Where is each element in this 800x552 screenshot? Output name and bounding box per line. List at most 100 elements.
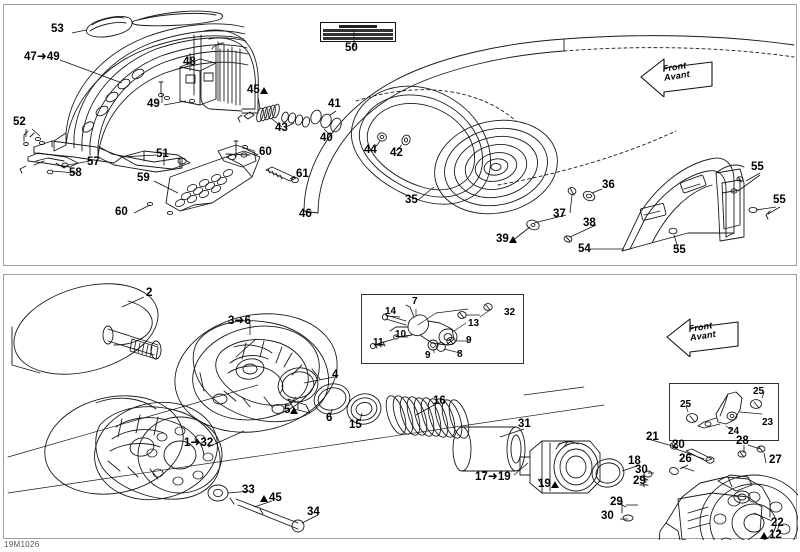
range-arrow-icon: ➜: [487, 469, 498, 483]
callout-12: 12: [760, 529, 782, 542]
range-arrow-icon: ➜: [36, 49, 47, 63]
callout-33: 33: [242, 484, 255, 496]
callout-43: 43: [275, 122, 288, 134]
callout-16: 16: [433, 395, 446, 407]
bracket-detail-inset: 25 25 23 24: [669, 383, 779, 441]
callout-47: 47: [24, 51, 37, 63]
callout-42: 42: [390, 147, 403, 159]
inset-callout-10: 10: [395, 329, 407, 340]
callout-32b: 32: [200, 437, 214, 449]
callout-31: 31: [518, 418, 531, 430]
callout-55-b: 55: [773, 194, 786, 206]
callout-48: 48: [183, 56, 196, 68]
bottom-panel-artwork: [4, 275, 798, 540]
panel-pulley-assembly: 7 14 32 13 10 11 9 9 8: [3, 274, 798, 542]
callout-5: 5: [284, 404, 299, 417]
callout-36: 36: [602, 179, 615, 191]
callout-17: 17: [475, 471, 488, 483]
callout-27: 27: [769, 454, 782, 466]
callout-29-a: 29: [633, 475, 646, 487]
triangle-marker-icon: [760, 532, 768, 539]
callout-53: 53: [51, 23, 64, 35]
inset-callout-24: 24: [728, 426, 740, 437]
callout-58: 58: [69, 167, 82, 179]
range-arrow-icon: ➜: [234, 313, 245, 327]
callout-60-lower: 60: [115, 206, 128, 218]
triangle-marker-icon: [508, 236, 517, 243]
callout-44: 44: [364, 144, 377, 156]
callout-34: 34: [307, 506, 320, 518]
callout-39-text: 39: [496, 233, 509, 245]
callout-12-text: 12: [769, 529, 782, 541]
callout-37: 37: [553, 208, 566, 220]
triangle-marker-icon: [290, 407, 299, 414]
top-panel-artwork: [4, 5, 796, 265]
callout-45-text: 45: [247, 84, 260, 96]
callout-60-upper: 60: [259, 146, 272, 158]
callout-1-32: 1➜32: [184, 436, 213, 450]
range-arrow-icon: ➜: [190, 435, 201, 449]
callout-1: 1: [184, 437, 191, 449]
callout-49b: 49: [46, 51, 60, 63]
front-avant-arrow-top: Front Avant: [638, 53, 716, 97]
triangle-marker-icon: [260, 495, 268, 502]
callout-50: 50: [345, 42, 358, 54]
callout-21: 21: [646, 431, 659, 443]
callout-29-b: 29: [610, 496, 623, 508]
callout-51: 51: [156, 148, 169, 160]
drawing-reference-watermark: 19M1026: [4, 540, 40, 549]
callout-39: 39: [496, 233, 518, 246]
front-avant-arrow-bottom: Front Avant: [664, 313, 742, 357]
callout-46: 46: [299, 208, 312, 220]
callout-61: 61: [296, 168, 309, 180]
callout-45-bottom: 45: [260, 492, 282, 505]
callout-49: 49: [147, 98, 160, 110]
inset-callout-13: 13: [468, 318, 480, 329]
callout-19b: 19: [497, 471, 511, 483]
callout-55-a: 55: [751, 161, 764, 173]
triangle-marker-icon: [550, 481, 559, 488]
inset-callout-8: 8: [457, 349, 463, 360]
callout-35: 35: [405, 194, 418, 206]
callout-45-bottom-text: 45: [269, 492, 282, 504]
triangle-marker-icon: [259, 87, 268, 94]
inset-callout-32: 32: [504, 307, 516, 318]
inset-callout-25-b: 25: [680, 399, 692, 410]
inset-callout-9-b: 9: [425, 350, 431, 361]
callout-19-text: 19: [538, 478, 551, 490]
callout-2: 2: [146, 287, 153, 299]
callout-3-6: 3➜6: [228, 314, 251, 328]
callout-54: 54: [578, 243, 591, 255]
warning-decal: [320, 22, 396, 42]
callout-45: 45: [247, 84, 269, 97]
linkage-detail-inset: 7 14 32 13 10 11 9 9 8: [361, 294, 524, 364]
callout-6: 6: [326, 412, 333, 424]
callout-52: 52: [13, 116, 26, 128]
callout-30-a: 30: [635, 464, 648, 476]
callout-18: 18: [628, 455, 641, 467]
inset-callout-25-a: 25: [753, 386, 765, 397]
callout-28: 28: [736, 435, 749, 447]
callout-3: 3: [228, 315, 235, 327]
callout-15: 15: [349, 419, 362, 431]
callout-41: 41: [328, 98, 341, 110]
callout-17-19: 17➜19: [475, 470, 511, 484]
callout-47-49: 47➜49: [24, 50, 60, 64]
callout-20: 20: [672, 439, 685, 451]
panel-rear-suspension: Front Avant: [3, 4, 797, 266]
callout-26: 26: [679, 453, 692, 465]
callout-4: 4: [332, 369, 339, 381]
inset-callout-14: 14: [385, 306, 397, 317]
inset-callout-11: 11: [373, 337, 384, 348]
callout-59: 59: [137, 172, 150, 184]
callout-22: 22: [771, 517, 784, 529]
callout-55-c: 55: [673, 244, 686, 256]
callout-57: 57: [87, 156, 100, 168]
callout-5-text: 5: [284, 404, 291, 416]
callout-40: 40: [320, 132, 333, 144]
callout-6b: 6: [244, 315, 251, 327]
inset-callout-9-a: 9: [466, 335, 472, 346]
inset-callout-7: 7: [412, 296, 418, 307]
callout-19: 19: [538, 478, 560, 491]
